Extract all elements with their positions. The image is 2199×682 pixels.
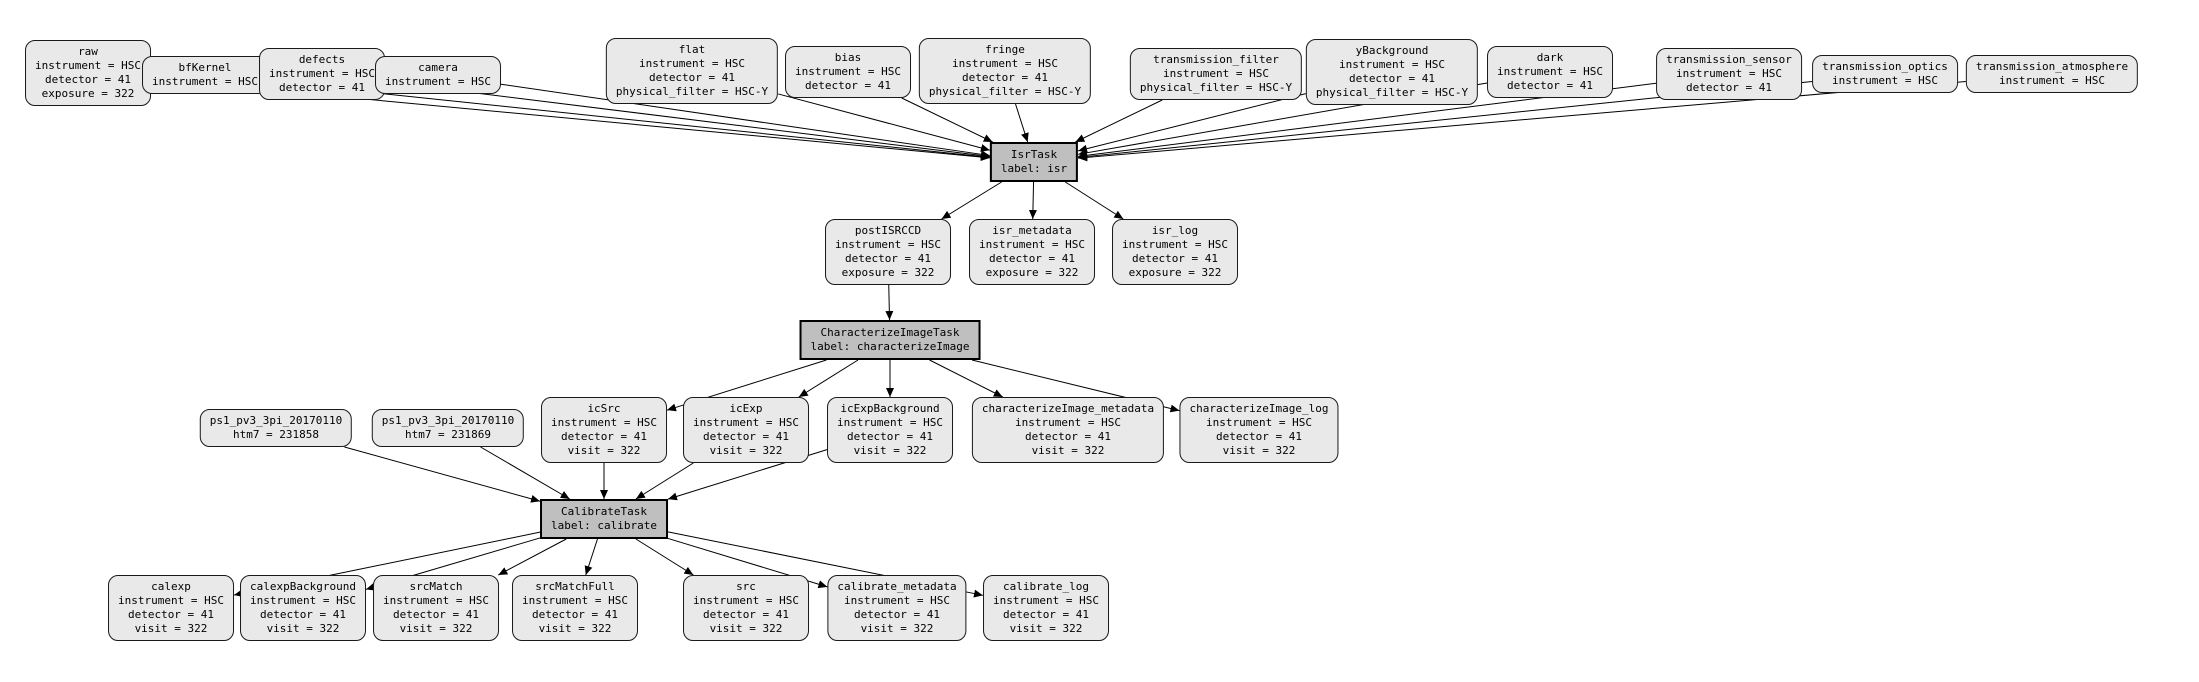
- dataset-node-flat: flat instrument = HSC detector = 41 phys…: [605, 38, 779, 104]
- dataset-node-srcMatch: srcMatch instrument = HSC detector = 41 …: [373, 575, 499, 641]
- dataset-node-characterizeImage_log: characterizeImage_log instrument = HSC d…: [1179, 397, 1339, 463]
- graph-edge: [1065, 181, 1124, 220]
- graph-edge: [798, 359, 859, 398]
- graph-edge: [1078, 80, 1966, 162]
- graph-edge: [584, 538, 598, 576]
- graph-edge: [778, 93, 991, 152]
- dataset-node-icSrc: icSrc instrument = HSC detector = 41 vis…: [541, 397, 667, 463]
- dataset-node-transmission_atmosphere: transmission_atmosphere instrument = HSC: [1965, 55, 2139, 93]
- dataset-node-srcMatchFull: srcMatchFull instrument = HSC detector =…: [512, 575, 638, 641]
- dataset-node-yBackground: yBackground instrument = HSC detector = …: [1305, 39, 1479, 105]
- task-node-CharacterizeImageTask: CharacterizeImageTask label: characteriz…: [799, 320, 981, 360]
- graph-edge: [635, 462, 694, 500]
- dataset-node-camera: camera instrument = HSC: [375, 56, 501, 94]
- graph-edge: [267, 81, 990, 161]
- dataset-node-icExpBackground: icExpBackground instrument = HSC detecto…: [827, 397, 953, 463]
- dataset-node-isr_log: isr_log instrument = HSC detector = 41 e…: [1112, 219, 1238, 285]
- dataset-node-bias: bias instrument = HSC detector = 41: [785, 46, 911, 98]
- graph-edge: [1077, 93, 1306, 153]
- graph-edge: [344, 446, 541, 503]
- task-node-IsrTask: IsrTask label: isr: [989, 142, 1079, 182]
- graph-edge: [1015, 103, 1029, 143]
- graph-edge: [500, 83, 990, 159]
- dataset-node-icExp: icExp instrument = HSC detector = 41 vis…: [683, 397, 809, 463]
- dataset-node-defects: defects instrument = HSC detector = 41: [259, 48, 385, 100]
- dataset-node-isr_metadata: isr_metadata instrument = HSC detector =…: [969, 219, 1095, 285]
- graph-edge: [885, 284, 894, 321]
- dataset-node-calibrate_metadata: calibrate_metadata instrument = HSC dete…: [827, 575, 967, 641]
- dataset-node-src: src instrument = HSC detector = 41 visit…: [683, 575, 809, 641]
- graph-edge: [901, 97, 993, 143]
- graph-edge: [1028, 181, 1037, 220]
- dataset-node-raw: raw instrument = HSC detector = 41 expos…: [25, 40, 151, 106]
- graph-edge: [635, 538, 694, 576]
- dataset-node-ps1_pv3_3pi_20170110_231869: ps1_pv3_3pi_20170110 htm7 = 231869: [371, 409, 525, 447]
- graph-edge: [480, 446, 570, 500]
- dataset-node-fringe: fringe instrument = HSC detector = 41 ph…: [918, 38, 1092, 104]
- dataset-node-transmission_sensor: transmission_sensor instrument = HSC det…: [1656, 48, 1802, 100]
- dataset-node-transmission_optics: transmission_optics instrument = HSC: [1812, 55, 1958, 93]
- dataset-node-dark: dark instrument = HSC detector = 41: [1487, 46, 1613, 98]
- dataset-node-postISRCCD: postISRCCD instrument = HSC detector = 4…: [825, 219, 951, 285]
- graph-edge: [941, 181, 1002, 220]
- graph-edge: [1075, 99, 1163, 143]
- dataset-node-ps1_pv3_3pi_20170110_231858: ps1_pv3_3pi_20170110 htm7 = 231858: [199, 409, 353, 447]
- task-node-CalibrateTask: CalibrateTask label: calibrate: [540, 499, 668, 539]
- dataset-node-calexp: calexp instrument = HSC detector = 41 vi…: [108, 575, 234, 641]
- graph-edge: [929, 359, 1003, 398]
- dataset-node-characterizeImage_metadata: characterizeImage_metadata instrument = …: [971, 397, 1165, 463]
- graph-edge: [384, 81, 990, 160]
- dataset-node-calexpBackground: calexpBackground instrument = HSC detect…: [240, 575, 366, 641]
- graph-edge: [498, 538, 567, 576]
- dataset-node-calibrate_log: calibrate_log instrument = HSC detector …: [983, 575, 1109, 641]
- dataset-node-transmission_filter: transmission_filter instrument = HSC phy…: [1129, 48, 1303, 100]
- dataset-node-bfKernel: bfKernel instrument = HSC: [142, 56, 268, 94]
